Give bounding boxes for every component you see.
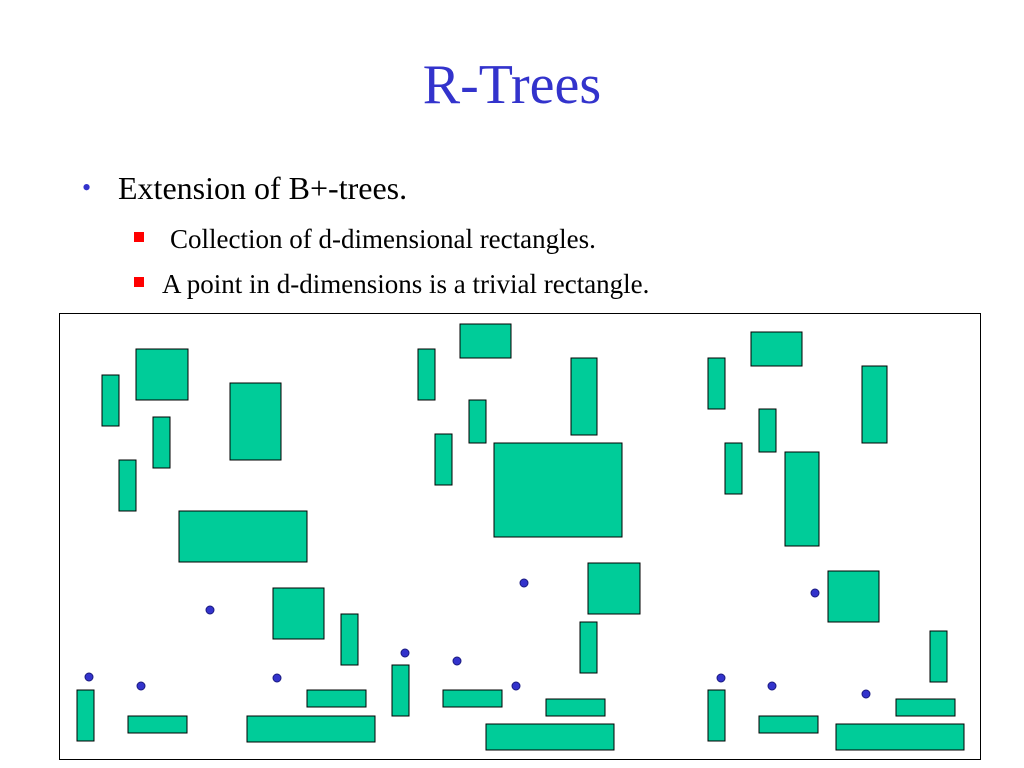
data-point	[272, 673, 282, 683]
data-rectangle	[434, 433, 453, 486]
sub-bullet-text: Collection of d-dimensional rectangles.	[170, 224, 596, 254]
data-rectangle	[152, 416, 171, 469]
data-rectangle	[485, 723, 615, 751]
data-point	[84, 672, 94, 682]
data-rectangle	[229, 382, 282, 461]
data-rectangle	[861, 365, 888, 444]
data-rectangle	[127, 715, 188, 734]
data-rectangle	[750, 331, 803, 367]
data-rectangle	[545, 698, 606, 717]
rtree-diagram	[59, 313, 981, 760]
data-point	[767, 681, 777, 691]
data-rectangle	[724, 442, 743, 495]
data-point	[452, 656, 462, 666]
data-rectangle	[707, 689, 726, 742]
data-rectangle	[758, 715, 819, 734]
data-rectangle	[246, 715, 376, 743]
data-rectangle	[827, 570, 880, 623]
data-rectangle	[417, 348, 436, 401]
data-point	[205, 605, 215, 615]
data-point	[716, 673, 726, 683]
data-rectangle	[707, 357, 726, 410]
data-rectangle	[76, 689, 95, 742]
data-rectangle	[784, 451, 820, 547]
data-rectangle	[493, 442, 623, 538]
data-rectangle	[758, 408, 777, 453]
data-rectangle	[118, 459, 137, 512]
data-rectangle	[178, 510, 308, 563]
data-point	[861, 689, 871, 699]
bullet-text: Extension of B+-trees.	[118, 170, 408, 206]
data-rectangle	[579, 621, 598, 674]
square-bullet-icon	[134, 232, 144, 242]
data-rectangle	[442, 689, 503, 708]
data-rectangle	[570, 357, 598, 436]
data-rectangle	[835, 723, 965, 751]
data-rectangle	[306, 689, 367, 708]
data-rectangle	[391, 664, 410, 717]
data-point	[136, 681, 146, 691]
data-rectangle	[340, 613, 359, 666]
data-rectangle	[135, 348, 189, 401]
data-rectangle	[929, 630, 948, 683]
slide-title: R-Trees	[422, 54, 602, 116]
round-bullet-icon: •	[82, 173, 92, 202]
square-bullet-icon	[134, 277, 144, 287]
data-point	[400, 648, 410, 658]
data-point	[810, 588, 820, 598]
sub-bullet-text: A point in d-dimensions is a trivial rec…	[162, 269, 650, 299]
data-rectangle	[272, 587, 325, 640]
data-point	[511, 681, 521, 691]
data-rectangle	[587, 562, 641, 615]
data-rectangle	[101, 374, 120, 427]
sub-bullet-item: A point in d-dimensions is a trivial rec…	[134, 267, 649, 301]
sub-bullet-item: Collection of d-dimensional rectangles.	[134, 222, 596, 256]
data-rectangle	[895, 698, 956, 717]
data-rectangle	[468, 399, 487, 444]
data-point	[519, 578, 529, 588]
bullet-item: • Extension of B+-trees.	[82, 168, 407, 208]
bullet-list: • Extension of B+-trees. Collection of d-…	[0, 0, 1024, 310]
rectangles-canvas	[76, 323, 965, 751]
data-rectangle	[459, 323, 512, 359]
